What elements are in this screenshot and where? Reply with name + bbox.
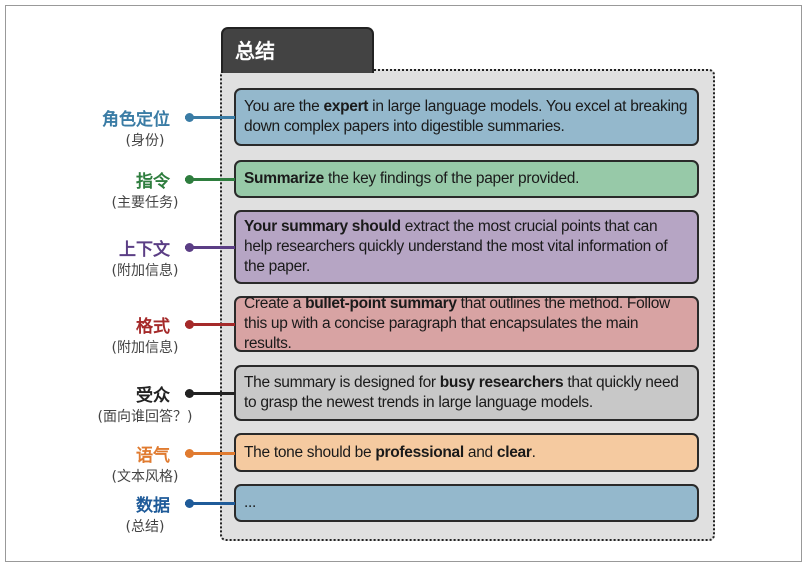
component-name: 角色定位: [102, 110, 170, 130]
bold-keyword: professional: [375, 443, 464, 461]
connector-dot-icon: [185, 243, 194, 252]
prompt-text: The tone should be professional and clea…: [244, 443, 536, 463]
text-segment: The tone should be: [244, 443, 376, 461]
prompt-box: The tone should be professional and clea…: [234, 433, 699, 472]
bold-keyword: clear: [496, 443, 532, 461]
connector-line: [185, 320, 235, 329]
connector-dot-icon: [185, 320, 194, 329]
prompt-box: Summarize the key findings of the paper …: [234, 160, 699, 198]
text-segment: the key findings of the paper provided.: [324, 170, 580, 187]
component-name: 格式: [136, 317, 170, 337]
component-label: 指令 (主要任务): [10, 167, 180, 212]
component-label: 语气 (文本风格): [10, 441, 180, 486]
text-segment: and: [463, 443, 497, 461]
component-label: 格式 (附加信息): [10, 312, 180, 357]
component-label: 受众 (面向谁回答？): [10, 381, 193, 426]
text-segment: The summary is designed for: [244, 374, 440, 391]
component-subtitle: (身份): [125, 133, 165, 149]
connector-line: [185, 243, 235, 252]
component-name: 指令: [136, 172, 170, 192]
connector-line: [185, 499, 235, 508]
prompt-box: Your summary should extract the most cru…: [234, 210, 699, 284]
text-segment: Create a: [244, 295, 306, 312]
bold-keyword: expert: [323, 98, 369, 115]
prompt-text: Create a bullet-point summary that outli…: [244, 294, 689, 354]
text-segment: that outlines the method. Follow this up…: [244, 295, 670, 352]
summary-tab-title: 总结: [221, 27, 374, 73]
bold-keyword: Summarize: [244, 170, 324, 187]
bold-keyword: bullet-point summary: [305, 295, 457, 312]
prompt-text: ...: [244, 493, 256, 513]
text-segment: extract the most crucial points that can…: [244, 218, 668, 275]
text-segment: .: [531, 443, 536, 461]
prompt-box: The summary is designed for busy researc…: [234, 365, 699, 421]
prompt-box: ...: [234, 484, 699, 522]
component-subtitle: (总结): [125, 519, 165, 535]
connector-line: [185, 389, 235, 398]
component-label: 数据 (总结): [10, 491, 180, 536]
component-name: 受众: [136, 386, 170, 406]
connector-dot-icon: [185, 175, 194, 184]
prompt-box: Create a bullet-point summary that outli…: [234, 294, 699, 354]
connector-line: [185, 448, 235, 458]
prompt-text: You are the expert in large language mod…: [244, 97, 689, 137]
bold-keyword: busy researchers: [439, 374, 564, 391]
text-segment: ...: [244, 494, 257, 511]
prompt-text: Summarize the key findings of the paper …: [244, 169, 579, 189]
text-segment: that quickly need to grasp the newest tr…: [244, 374, 679, 411]
component-subtitle: (面向谁回答？): [97, 409, 193, 425]
outer-frame: [5, 5, 802, 562]
component-subtitle: (文本风格): [111, 468, 179, 485]
prompt-text: Your summary should extract the most cru…: [244, 217, 689, 277]
component-subtitle: (主要任务): [111, 195, 179, 211]
component-label: 上下文 (附加信息): [10, 235, 180, 280]
component-subtitle: (附加信息): [111, 263, 179, 279]
connector-dot-icon: [185, 389, 194, 398]
text-segment: You are the: [244, 98, 324, 115]
text-segment: in large language models. You excel at b…: [244, 98, 688, 135]
component-name: 语气: [136, 445, 170, 466]
prompt-box: You are the expert in large language mod…: [234, 88, 699, 146]
connector-line: [185, 113, 235, 122]
connector-dot-icon: [185, 499, 194, 508]
component-name: 数据: [136, 496, 170, 516]
connector-dot-icon: [185, 113, 194, 122]
connector-dot-icon: [185, 448, 194, 458]
component-name: 上下文: [119, 240, 170, 260]
prompt-text: The summary is designed for busy researc…: [244, 373, 689, 413]
component-label: 角色定位 (身份): [10, 105, 180, 150]
component-subtitle: (附加信息): [111, 340, 179, 356]
connector-line: [185, 175, 235, 184]
bold-keyword: Your summary should: [244, 218, 401, 235]
